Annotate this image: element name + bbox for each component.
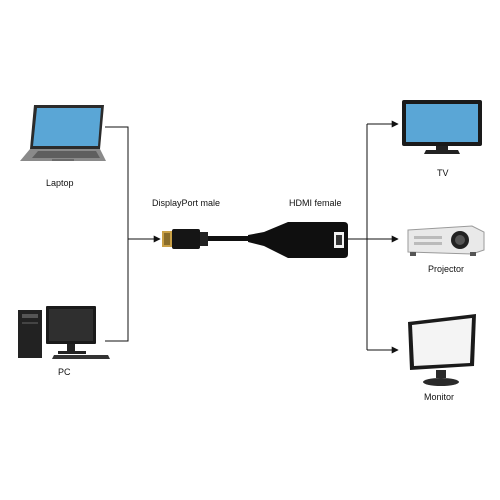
desktop-pc-icon — [18, 306, 110, 359]
monitor-icon — [408, 314, 476, 386]
projector-label: Projector — [428, 264, 465, 274]
laptop-label: Laptop — [46, 178, 74, 188]
projector-icon — [407, 225, 485, 256]
tv-icon — [402, 100, 482, 154]
hdmi-female-label: HDMI female — [289, 198, 342, 208]
pc-line — [105, 239, 129, 342]
laptop-line — [105, 126, 129, 239]
displayport-male-label: DisplayPort male — [152, 198, 221, 208]
pc-label: PC — [58, 367, 71, 377]
laptop-icon — [20, 105, 106, 161]
displayport-to-hdmi-adapter-icon — [162, 222, 348, 258]
tv-label: TV — [437, 168, 449, 178]
monitor-label: Monitor — [424, 392, 455, 402]
